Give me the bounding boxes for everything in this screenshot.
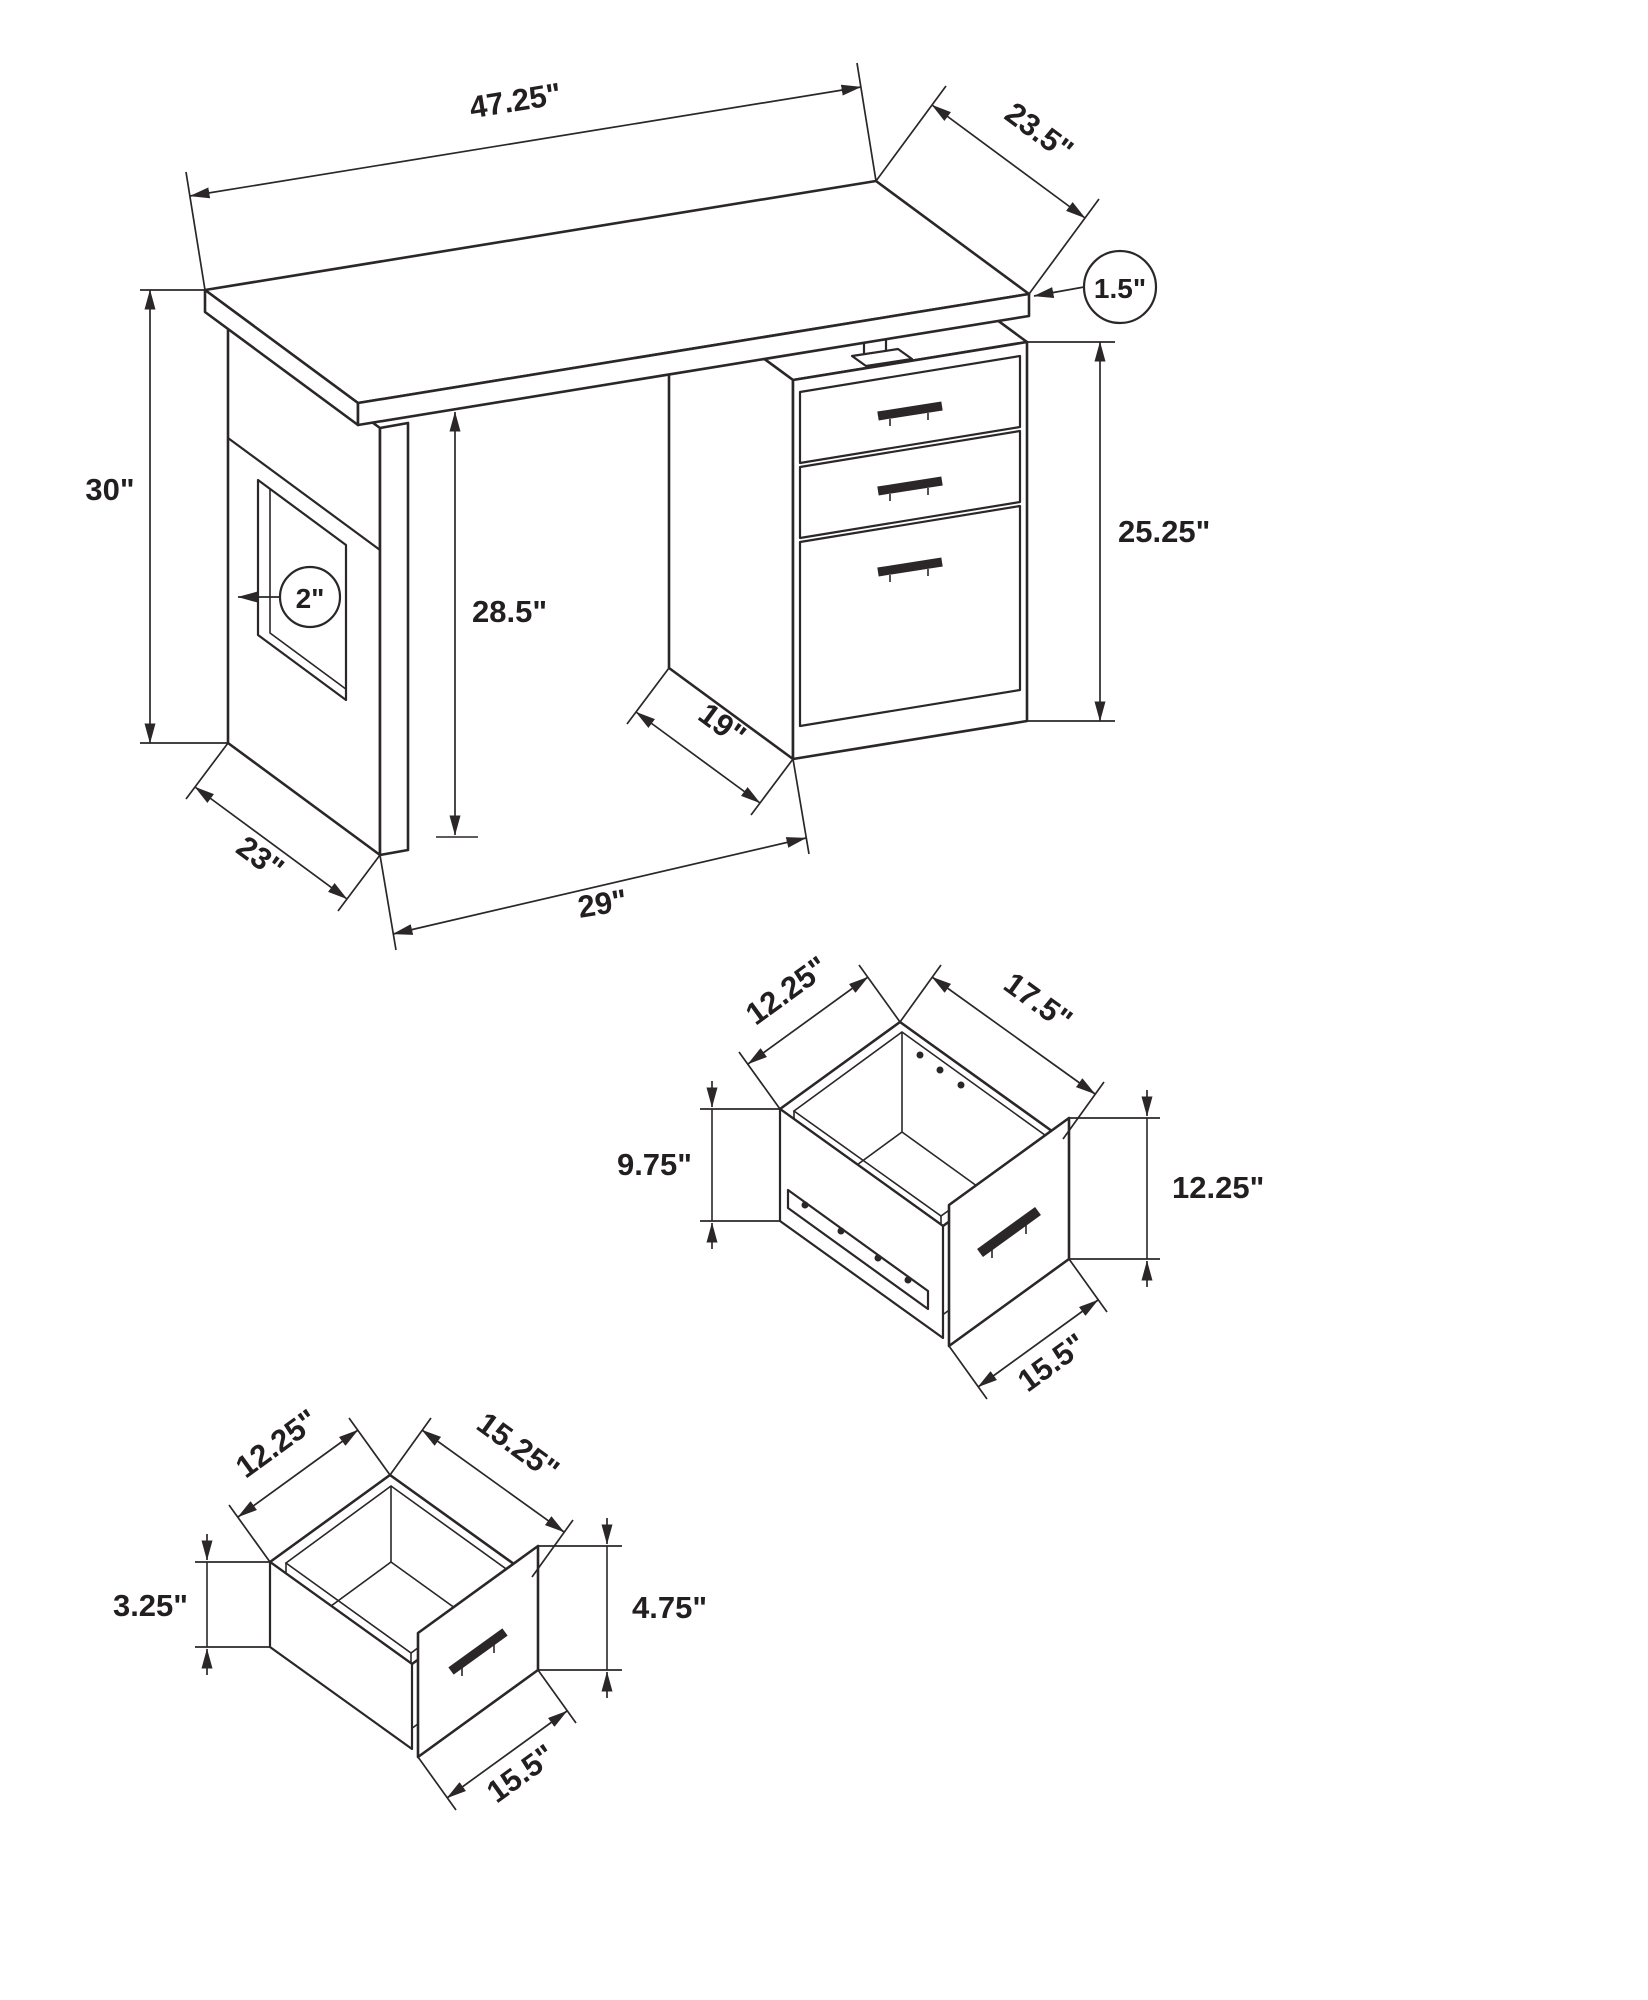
leg-front-edge-face — [378, 421, 410, 857]
front-height-label: 4.75" — [632, 1590, 707, 1625]
dim-knee-space-width: 29" — [379, 758, 810, 951]
dim-line — [189, 84, 862, 199]
desktop — [203, 179, 1031, 427]
desktop-front-edge-face — [356, 292, 1031, 427]
top-width-label: 47.25" — [467, 76, 564, 125]
dim-top-width: 47.25" — [185, 62, 877, 291]
drawer-handle-2 — [877, 476, 943, 501]
handle-mounts — [991, 1225, 1027, 1258]
top-depth-label: 23.5" — [999, 95, 1080, 168]
front-width-label: 15.5" — [1011, 1326, 1092, 1398]
dim-line — [237, 1429, 359, 1518]
dim-top-thickness-callout: 1.5" — [1033, 249, 1158, 325]
dim-line — [931, 104, 1086, 219]
ext-line — [700, 1108, 780, 1222]
inner-width-label: 12.25" — [229, 1402, 324, 1485]
dim-line — [421, 1429, 565, 1533]
dim-leg-thickness-callout: 2" — [237, 565, 342, 629]
dim-line — [635, 711, 761, 804]
ext-line — [185, 62, 877, 291]
dim-line — [194, 786, 348, 900]
file-drawer-drawing: 12.25" 17.5" 9.75" 12.25" 15.5" — [617, 949, 1264, 1400]
dim-file-drawer-front-height: 12.25" — [1069, 1090, 1264, 1287]
cabinet-height-label: 25.25" — [1118, 514, 1210, 549]
top-thickness-label: 1.5" — [1094, 273, 1146, 304]
ext-line — [899, 964, 1105, 1140]
knee-space-width-label: 29" — [575, 882, 629, 924]
ext-line — [417, 1669, 577, 1811]
front-width-label: 15.5" — [480, 1737, 561, 1809]
dim-file-drawer-side-height: 9.75" — [617, 1081, 780, 1249]
ext-line — [140, 289, 228, 744]
handle-mounts — [889, 488, 929, 501]
drawer-handle — [977, 1206, 1041, 1258]
side-height-label: 3.25" — [113, 1588, 188, 1623]
file-drawer-front — [798, 504, 1022, 728]
ext-line — [185, 742, 381, 912]
ext-line — [626, 667, 794, 816]
ext-line — [1069, 1117, 1160, 1260]
inner-width-label: 12.25" — [739, 949, 834, 1032]
drawer-glide-rail — [786, 1188, 930, 1311]
overall-height-label: 30" — [85, 472, 134, 507]
knee-clearance-label: 28.5" — [472, 594, 547, 629]
small-drawer-drawing: 12.25" 15.25" 3.25" 4.75" 15.5" — [113, 1402, 707, 1811]
dim-small-drawer-side-height: 3.25" — [113, 1534, 270, 1675]
inner-depth-label: 17.5" — [998, 965, 1079, 1037]
handle-mounts — [889, 413, 929, 426]
side-height-label: 9.75" — [617, 1147, 692, 1182]
handle-mounts — [889, 569, 929, 582]
dim-line — [392, 837, 807, 935]
leg-apron-line — [227, 437, 381, 551]
ext-line — [1027, 341, 1115, 722]
ext-line — [948, 1258, 1108, 1400]
ext-line — [389, 1417, 574, 1578]
dim-cabinet-height: 25.25" — [1027, 341, 1210, 722]
dim-line — [931, 976, 1096, 1095]
ext-line — [875, 85, 1100, 295]
drawer-left-side-wall — [268, 1560, 414, 1751]
desk-drawing: 47.25" 23.5" 1.5" 30" 2" 28.5" — [85, 62, 1210, 951]
front-height-label: 12.25" — [1172, 1170, 1264, 1205]
handle-mounts — [461, 1645, 495, 1676]
dim-line — [977, 1299, 1099, 1388]
ext-line — [228, 1417, 391, 1563]
callout-circle — [1082, 249, 1158, 325]
leg-thickness-label: 2" — [296, 583, 325, 614]
callout-circle — [278, 565, 342, 629]
ext-line — [738, 964, 901, 1110]
drawer-handle-3 — [877, 557, 943, 582]
dim-line — [446, 1710, 568, 1799]
desk-drawer-cabinet — [667, 249, 1029, 761]
dim-small-drawer-front-height: 4.75" — [538, 1518, 707, 1698]
leader-arrow — [1033, 286, 1085, 298]
dim-overall-height: 30" — [85, 289, 228, 744]
dim-knee-clearance: 28.5" — [436, 411, 547, 838]
post-foot — [850, 347, 914, 368]
drawer-handle-1 — [877, 401, 943, 426]
ext-line — [538, 1545, 622, 1671]
leg-depth-label: 23" — [230, 829, 290, 886]
drawer-handle — [448, 1628, 508, 1676]
dim-line — [747, 976, 869, 1065]
